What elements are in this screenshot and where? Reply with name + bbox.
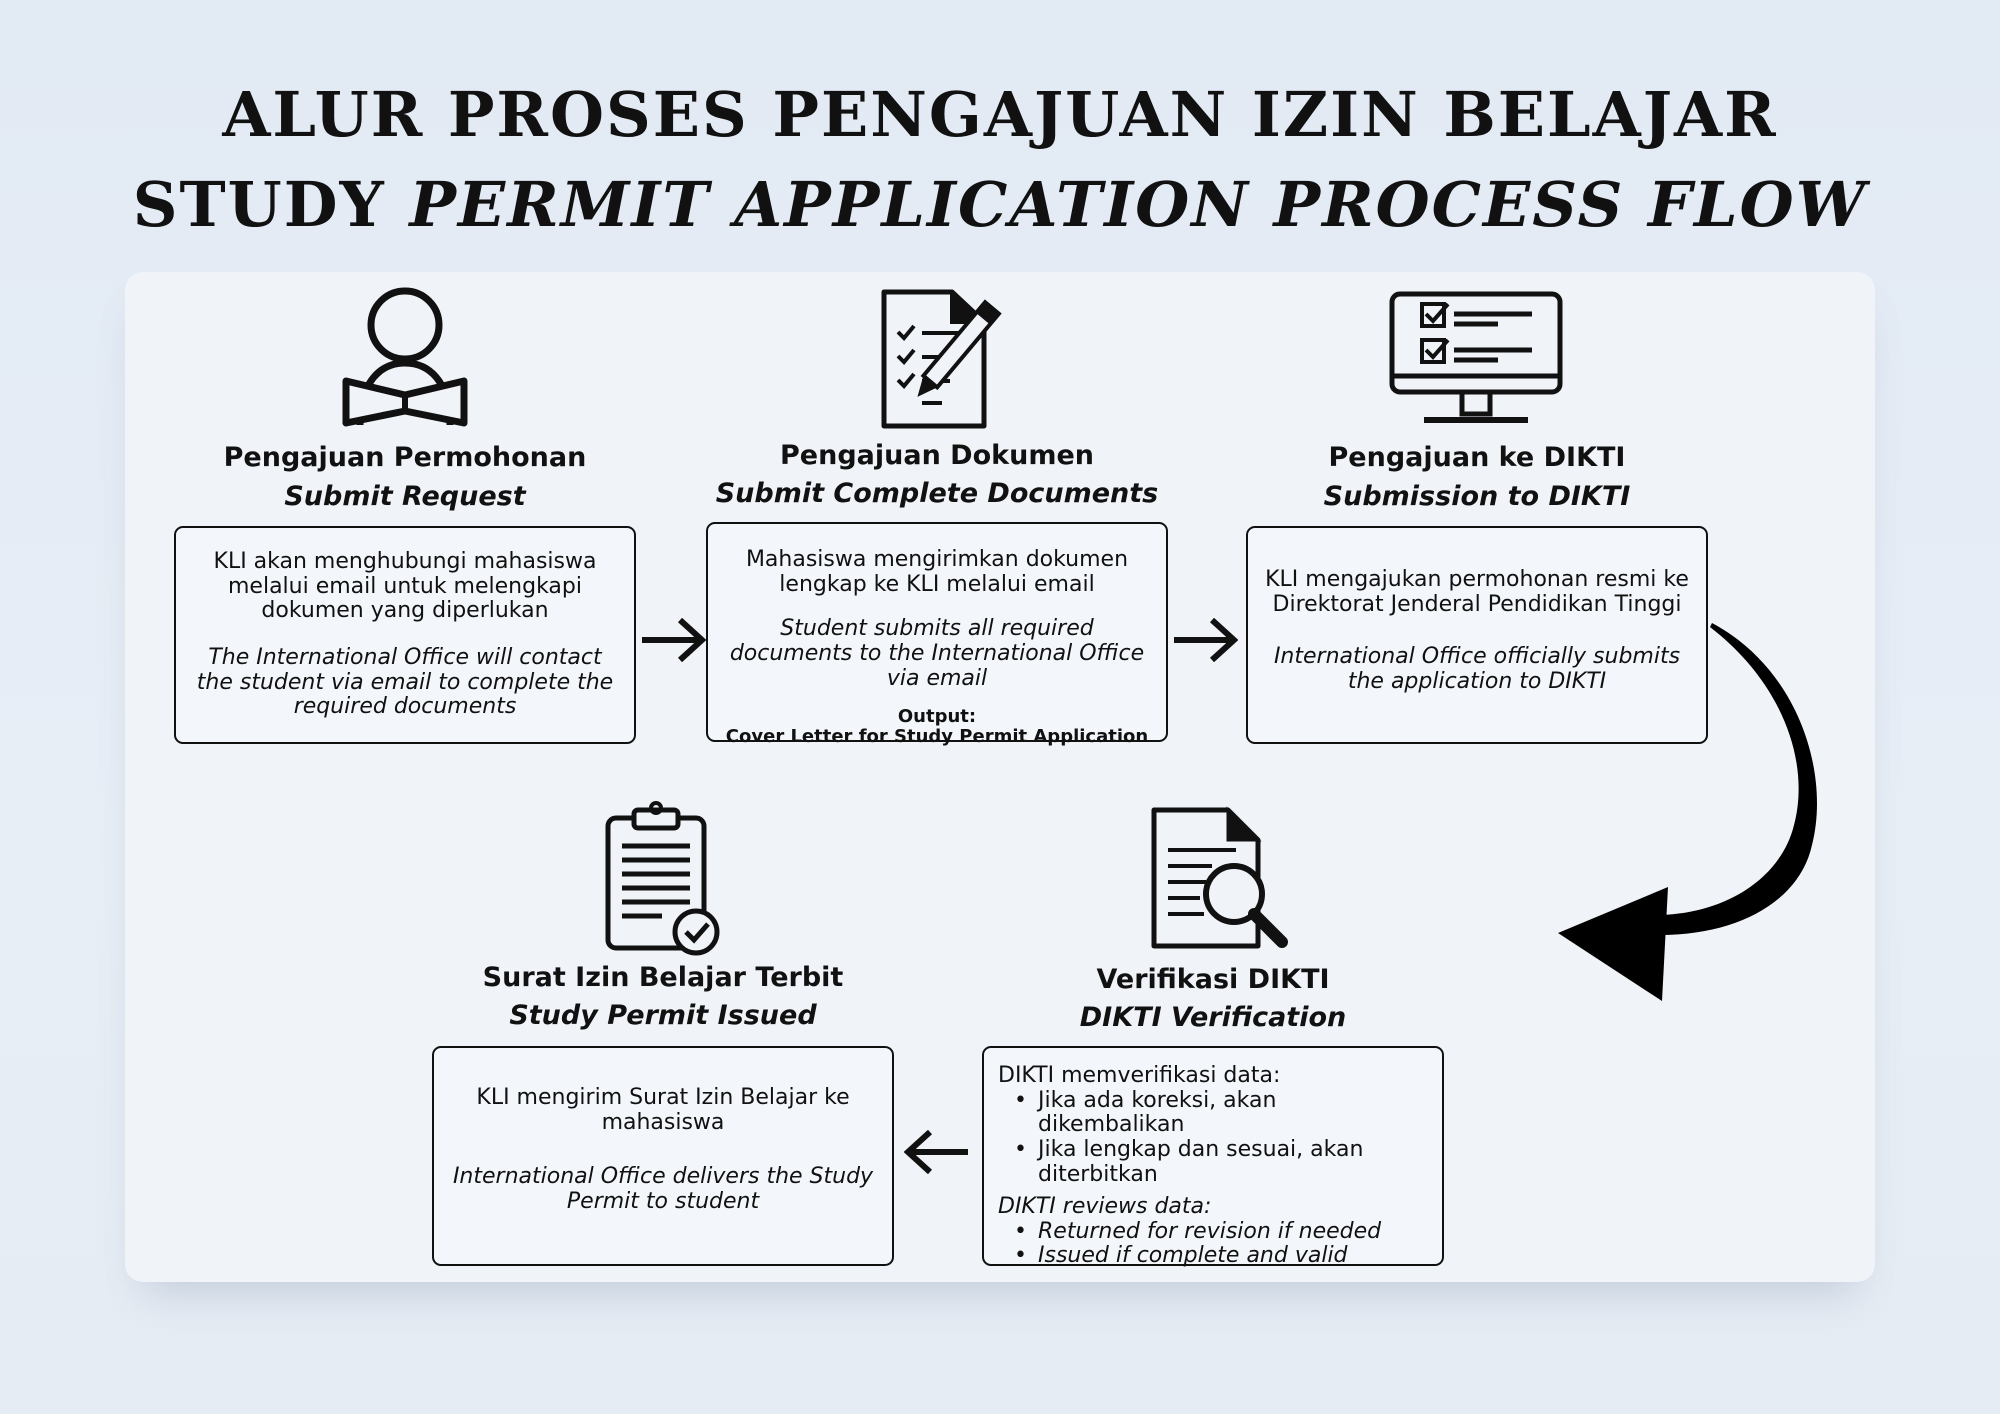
step3-id-text: KLI mengajukan permohonan resmi ke Direk… bbox=[1265, 567, 1689, 617]
step2-box: Mahasiswa mengirimkan dokumen lengkap ke… bbox=[706, 522, 1168, 747]
step2-output-value: Cover Letter for Study Permit Applicatio… bbox=[725, 726, 1149, 748]
arrow-step2-to-step3 bbox=[1174, 618, 1238, 662]
step5-en-text: International Office delivers the Study … bbox=[452, 1164, 874, 1214]
step5-box: KLI mengirim Surat Izin Belajar ke mahas… bbox=[432, 1046, 894, 1266]
step3-box: KLI mengajukan permohonan resmi ke Direk… bbox=[1246, 526, 1708, 744]
step4-en-heading: DIKTI reviews data: bbox=[998, 1194, 1212, 1220]
title-indonesian: ALUR PROSES PENGAJUAN IZIN BELAJAR bbox=[222, 78, 1778, 151]
list-item: Issued if complete and valid bbox=[1008, 1244, 1428, 1269]
step1-box: KLI akan menghubungi mahasiswa melalui e… bbox=[174, 526, 636, 744]
step2-id-text: Mahasiswa mengirimkan dokumen lengkap ke… bbox=[745, 547, 1129, 597]
step2-title: Pengajuan Dokumen bbox=[780, 440, 1094, 471]
title-english-plain: STUDY bbox=[132, 168, 410, 241]
step4-subtitle: DIKTI Verification bbox=[1079, 1002, 1347, 1033]
title-english-italic: PERMIT APPLICATION PROCESS FLOW bbox=[409, 168, 1868, 241]
step3-subtitle: Submission to DIKTI bbox=[1323, 481, 1631, 512]
step4-id-heading: DIKTI memverifikasi data: bbox=[998, 1063, 1281, 1088]
step5-title: Surat Izin Belajar Terbit bbox=[482, 962, 844, 993]
step1-en-text: The International Office will contact th… bbox=[196, 644, 614, 720]
step3-en-text: International Office officially submits … bbox=[1273, 644, 1681, 694]
list-item: Jika ada koreksi, akan dikembalikan bbox=[1008, 1088, 1428, 1138]
step2-subtitle: Submit Complete Documents bbox=[715, 478, 1159, 509]
step4-id-list: Jika ada koreksi, akan dikembalikan Jika… bbox=[1008, 1088, 1428, 1188]
step2-output-label: Output: bbox=[897, 706, 977, 728]
list-item: Returned for revision if needed bbox=[1008, 1219, 1428, 1245]
step5-id-text: KLI mengirim Surat Izin Belajar ke mahas… bbox=[476, 1085, 850, 1135]
step1-title: Pengajuan Permohonan bbox=[223, 442, 587, 473]
step4-en-list: Returned for revision if needed Issued i… bbox=[1008, 1219, 1428, 1269]
arrow-step1-to-step2 bbox=[642, 618, 706, 662]
monitor-checklist-icon bbox=[1389, 291, 1563, 423]
curved-arrow-step3-to-step4 bbox=[1558, 623, 1817, 1001]
list-item: Jika lengkap dan sesuai, akan diterbitka… bbox=[1008, 1137, 1428, 1187]
step1-id-text: KLI akan menghubungi mahasiswa melalui e… bbox=[213, 549, 597, 624]
step4-box: DIKTI memverifikasi data: Jika ada korek… bbox=[982, 1046, 1444, 1269]
step4-title: Verifikasi DIKTI bbox=[1096, 964, 1330, 995]
step1-subtitle: Submit Request bbox=[284, 481, 526, 512]
document-search-icon bbox=[1151, 806, 1288, 949]
clipboard-check-icon bbox=[605, 801, 720, 956]
arrow-step4-to-step5 bbox=[904, 1130, 968, 1174]
reader-icon bbox=[342, 287, 468, 427]
step2-en-text: Student submits all required documents t… bbox=[729, 616, 1145, 691]
step3-title: Pengajuan ke DIKTI bbox=[1328, 442, 1626, 473]
step5-subtitle: Study Permit Issued bbox=[509, 1000, 817, 1031]
title-english: STUDY PERMIT APPLICATION PROCESS FLOW bbox=[0, 168, 2000, 241]
document-pen-icon bbox=[881, 289, 1002, 429]
